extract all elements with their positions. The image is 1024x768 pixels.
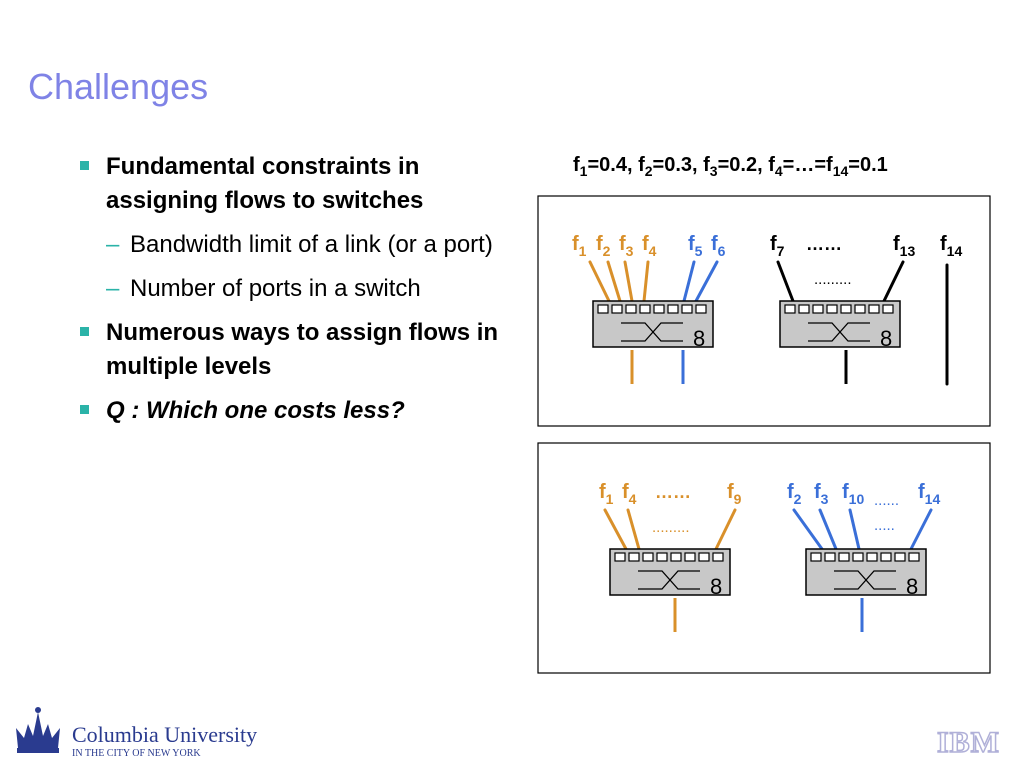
ellipsis-label: …… xyxy=(655,482,691,502)
flow-label: f14 xyxy=(940,233,962,259)
sub-bullet-bandwidth: – Bandwidth limit of a link (or a port) xyxy=(80,228,520,262)
dash-marker: – xyxy=(106,275,120,302)
sub-bullet-text: Bandwidth limit of a link (or a port) xyxy=(130,231,493,258)
bottom-left-switch: 8 xyxy=(609,548,731,599)
flow-weights-formula: f1=0.4, f2=0.3, f3=0.2, f4=…=f14=0.1 xyxy=(573,154,888,179)
bullet-marker xyxy=(80,327,89,336)
flow-label: f2 xyxy=(787,481,802,507)
port-count-label: 8 xyxy=(710,574,722,599)
flow-label: f2 xyxy=(596,233,611,259)
svg-text:IBM: IBM xyxy=(937,726,1000,759)
top-input-links xyxy=(588,260,949,386)
bullet-marker xyxy=(80,405,89,414)
flow-label: f3 xyxy=(814,481,829,507)
dots-label: ..... xyxy=(874,517,895,534)
flow-label: f14 xyxy=(918,481,940,507)
flow-label: f7 xyxy=(770,233,785,259)
university-name: Columbia University xyxy=(72,722,257,747)
flow-label: f6 xyxy=(711,233,726,259)
bullet-marker xyxy=(80,161,89,170)
ellipsis-label: ...... xyxy=(874,492,899,509)
flow-label: f5 xyxy=(688,233,703,259)
top-right-switch: 8 xyxy=(779,300,901,351)
bullet-text: Q : Which one costs less? xyxy=(106,397,405,424)
bottom-right-switch: 8 xyxy=(805,548,927,599)
crown-icon xyxy=(16,707,60,753)
dash-marker: – xyxy=(106,231,120,258)
top-orange-flow-labels: f1 f2 f3 f4 xyxy=(572,233,657,259)
flow-label: f1 xyxy=(572,233,587,259)
dots-label: ......... xyxy=(814,271,852,288)
sub-bullet-ports: – Number of ports in a switch xyxy=(80,272,520,306)
dots-label: ......... xyxy=(652,519,690,536)
bullet-text: Fundamental constraints in assigning flo… xyxy=(106,153,424,214)
university-subtitle: IN THE CITY OF NEW YORK xyxy=(72,748,201,759)
slide-title: Challenges xyxy=(28,66,209,107)
top-blue-flow-labels: f5 f6 xyxy=(688,233,726,259)
flow-label: f4 xyxy=(622,481,637,507)
bottom-scenario-box xyxy=(537,442,991,674)
flow-label: f13 xyxy=(893,233,915,259)
flow-label: f10 xyxy=(842,481,864,507)
bullet-list: Fundamental constraints in assigning flo… xyxy=(80,150,520,438)
flow-label: f4 xyxy=(642,233,657,259)
top-scenario-box xyxy=(537,195,991,427)
bullet-numerous-ways: Numerous ways to assign flows in multipl… xyxy=(80,316,520,384)
top-black-flow-labels: f7 …… ......... f13 f14 xyxy=(770,233,962,288)
port-count-label: 8 xyxy=(880,326,892,351)
bullet-text: Numerous ways to assign flows in multipl… xyxy=(106,319,499,380)
bottom-orange-flow-labels: f1 f4 …… f9 ......... xyxy=(599,481,742,536)
bottom-output-links xyxy=(673,598,864,632)
ellipsis-label: …… xyxy=(806,234,842,254)
flow-label: f1 xyxy=(599,481,614,507)
flow-label: f9 xyxy=(727,481,742,507)
port-count-label: 8 xyxy=(693,326,705,351)
bottom-blue-flow-labels: f2 f3 f10 ...... f14 ..... xyxy=(787,481,940,534)
ibm-logo: IBM xyxy=(936,725,1000,760)
columbia-university-logo: Columbia University IN THE CITY OF NEW Y… xyxy=(16,707,257,759)
top-left-switch: 8 xyxy=(592,300,714,351)
bullet-question: Q : Which one costs less? xyxy=(80,394,520,428)
flow-label: f3 xyxy=(619,233,634,259)
bottom-input-links xyxy=(603,508,933,551)
top-output-links xyxy=(630,350,848,384)
port-count-label: 8 xyxy=(906,574,918,599)
sub-bullet-text: Number of ports in a switch xyxy=(130,275,421,302)
bullet-constraints: Fundamental constraints in assigning flo… xyxy=(80,150,520,218)
